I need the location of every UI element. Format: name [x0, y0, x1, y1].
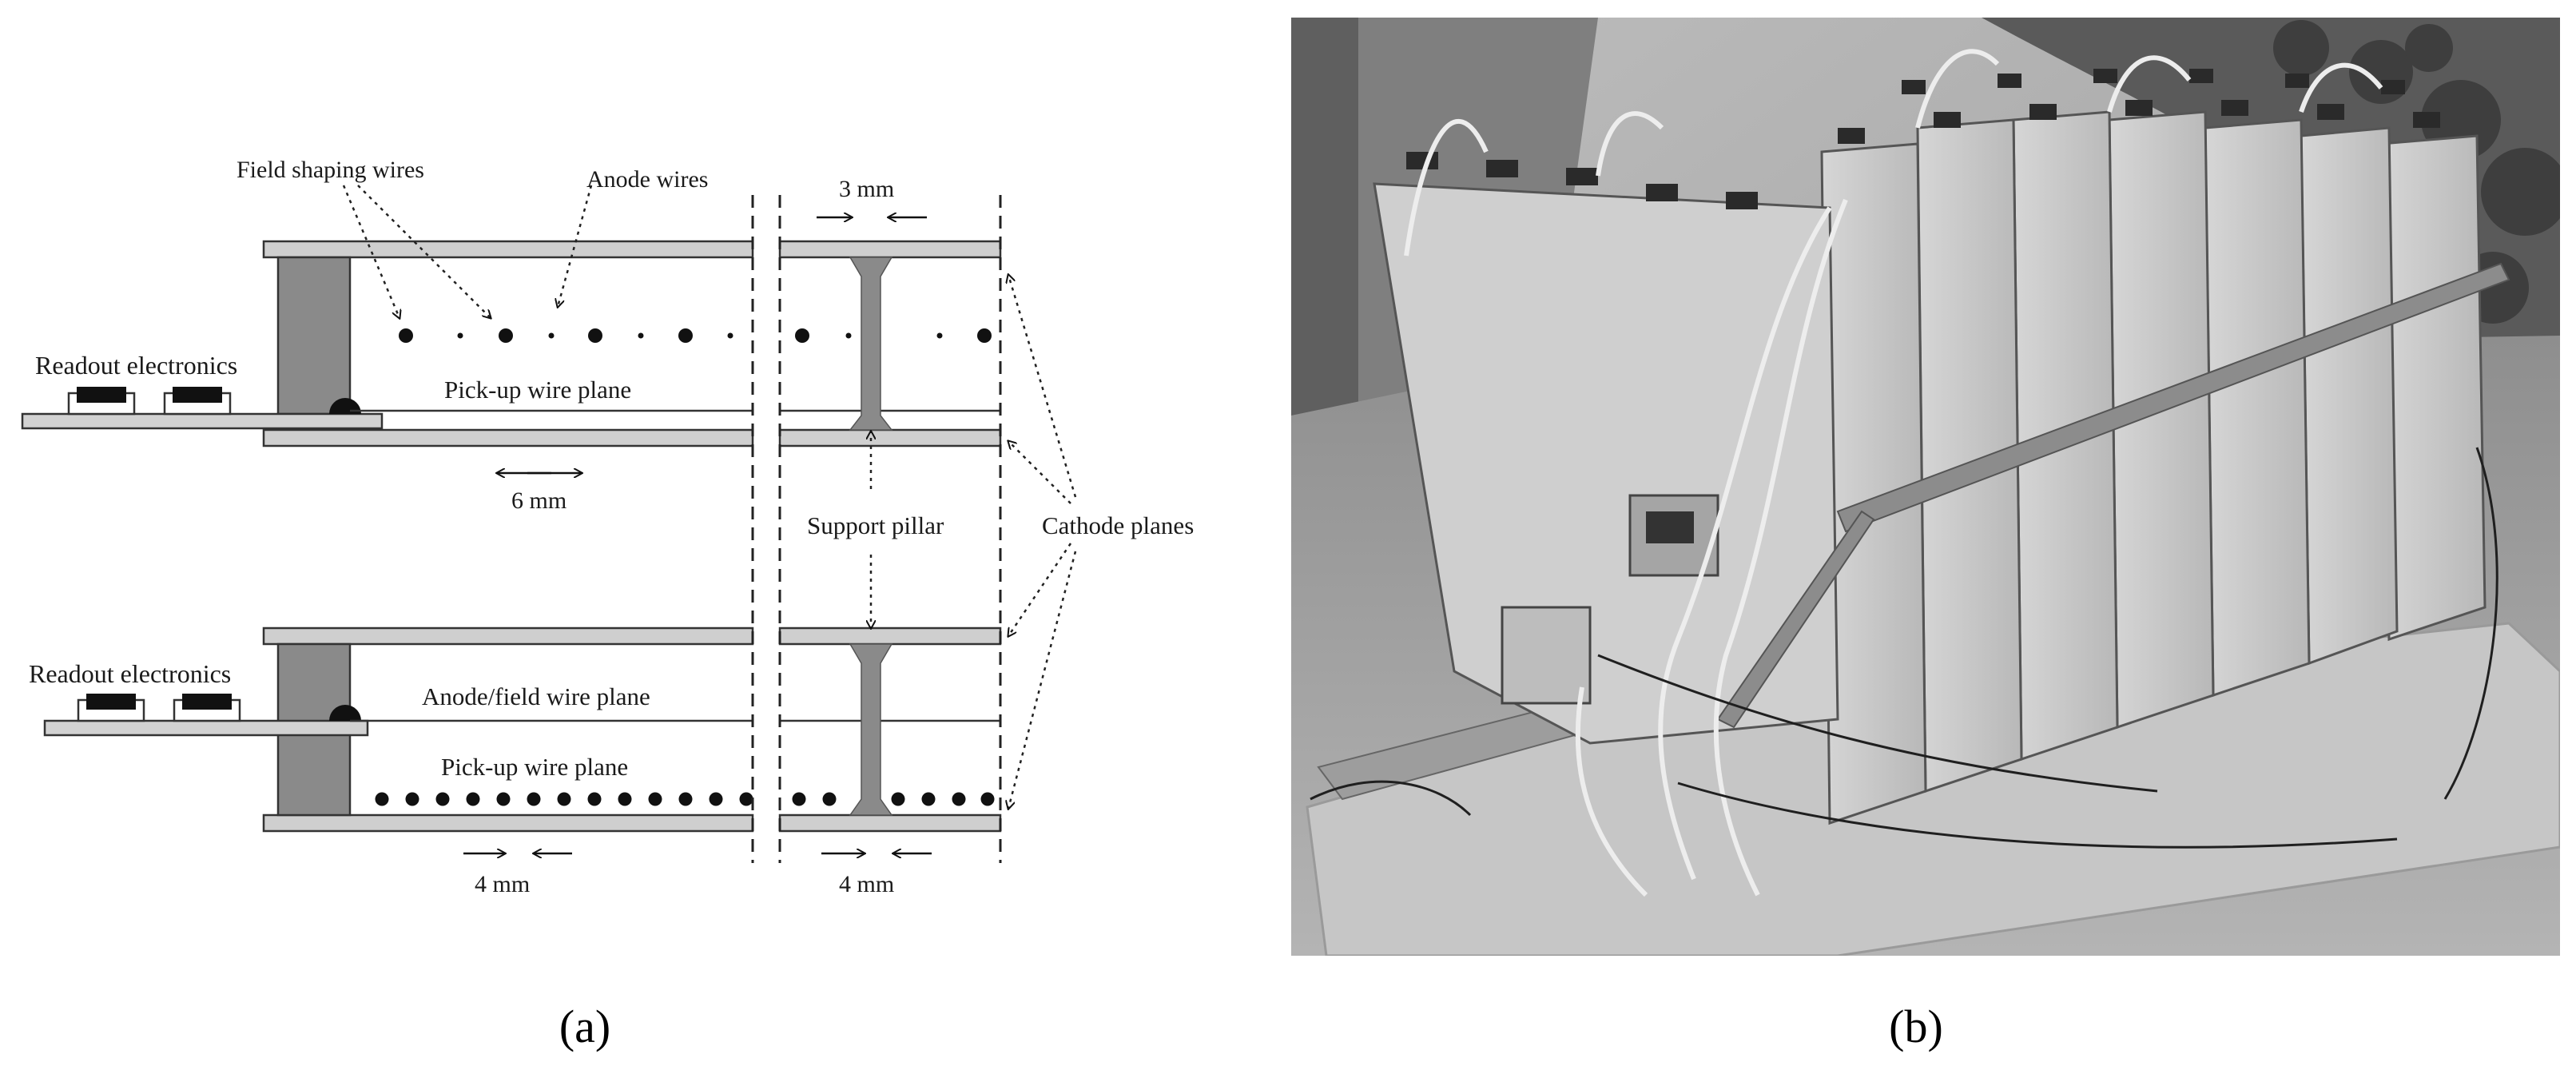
caption-a: (a)	[559, 1000, 610, 1052]
top-cathode-plate-lower-right	[778, 428, 1002, 447]
label-anode-wires: Anode wires	[586, 166, 708, 193]
top-cathode-plate-lower-left	[262, 428, 754, 447]
bottom-cathode-plate-upper-left	[262, 626, 754, 646]
panel-b-photo	[1291, 18, 2560, 956]
label-anode-field-wire-plane: Anode/field wire plane	[422, 682, 650, 710]
top-readout-chips	[67, 387, 232, 416]
bottom-wire-row	[375, 792, 995, 806]
label-readout-electronics-top: Readout electronics	[35, 351, 237, 380]
label-readout-electronics-bottom: Readout electronics	[29, 659, 231, 688]
label-pitch-4mm-right: 4 mm	[839, 871, 894, 897]
bottom-cathode-plate-lower-left	[262, 813, 754, 833]
bottom-solder-blob	[329, 705, 361, 721]
bottom-cathode-plate-upper-right	[778, 626, 1002, 646]
label-pitch-4mm-left: 4 mm	[475, 871, 530, 897]
label-gap-3mm: 3 mm	[839, 176, 894, 202]
leader-arrows	[342, 185, 1077, 809]
top-wire-row	[399, 328, 992, 343]
caption-b: (b)	[1889, 1000, 1943, 1052]
top-support-pillar	[849, 257, 893, 431]
detector-panels	[1373, 110, 2487, 825]
top-readout-board	[21, 412, 384, 430]
bottom-readout-board	[43, 719, 369, 737]
bottom-support-pillar	[849, 643, 893, 816]
top-cathode-plate-upper-right	[778, 240, 1002, 259]
label-support-pillar: Support pillar	[807, 511, 944, 539]
label-pickup-wire-plane-top: Pick-up wire plane	[444, 376, 631, 404]
top-side-frame	[276, 256, 352, 416]
top-cathode-plate-upper-left	[262, 240, 754, 259]
bottom-module	[43, 626, 1002, 833]
connector-blocks	[1406, 69, 2440, 209]
label-field-shaping-wires: Field shaping wires	[237, 157, 424, 183]
bottom-readout-chips	[77, 694, 241, 722]
label-pitch-6mm: 6 mm	[511, 487, 566, 514]
dimension-arrows	[463, 217, 932, 853]
label-pickup-wire-plane-bottom: Pick-up wire plane	[441, 753, 628, 781]
break-lines	[751, 195, 1002, 863]
panel-a-diagram: Field shaping wires Anode wires 3 mm Rea…	[21, 157, 1194, 897]
top-module	[21, 240, 1002, 447]
label-cathode-planes: Cathode planes	[1042, 511, 1194, 539]
bottom-cathode-plate-lower-right	[778, 813, 1002, 833]
cables	[1404, 49, 2383, 897]
